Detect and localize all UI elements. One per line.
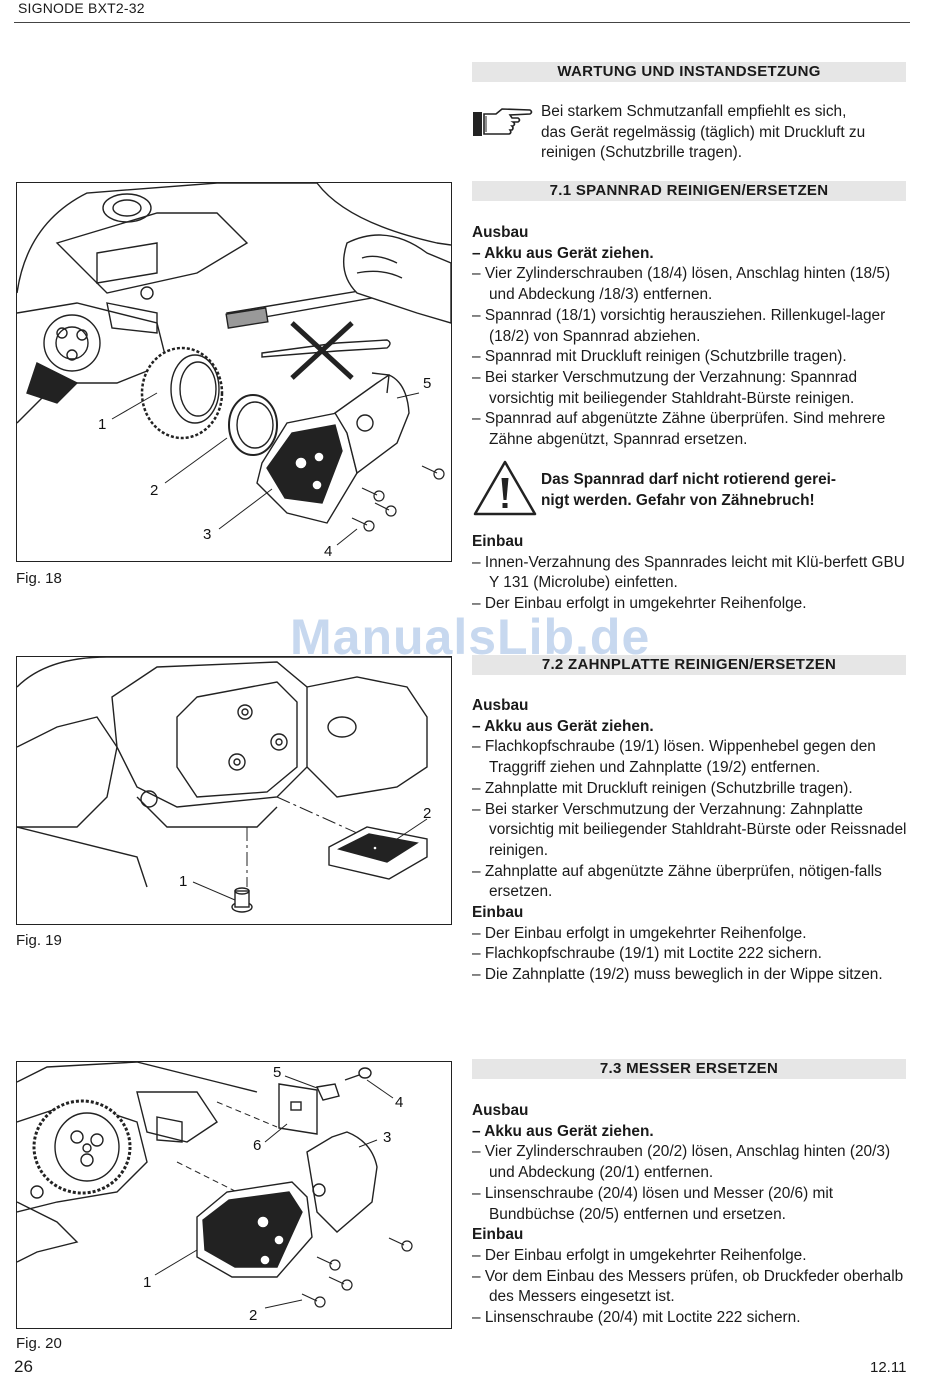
list-item: – Flachkopfschraube (19/1) mit Loctite 2… <box>472 945 822 963</box>
list-item: – Der Einbau erfolgt in umgekehrter Reih… <box>472 924 807 942</box>
section-7-3-ausbau: Ausbau – Akku aus Gerät ziehen. – Vier Z… <box>472 1101 912 1329</box>
figure-18: 1 2 3 4 5 <box>16 182 452 562</box>
list-item: – Akku aus Gerät ziehen. <box>472 717 654 735</box>
revision-date: 12.11 <box>870 1359 907 1376</box>
list-item: – Zahnplatte mit Druckluft reinigen (Sch… <box>472 779 853 797</box>
einbau-heading: Einbau <box>472 904 524 922</box>
list-item: – Der Einbau erfolgt in umgekehrter Reih… <box>472 595 807 613</box>
ausbau-heading: Ausbau <box>472 224 529 241</box>
list-item: – Bei starker Verschmutzung der Verzahnu… <box>472 368 857 407</box>
einbau-heading: Einbau <box>472 533 524 550</box>
list-item: – Vor dem Einbau des Messers prüfen, ob … <box>472 1267 904 1306</box>
list-item: – Vier Zylinderschrauben (20/2) lösen, A… <box>472 1143 891 1182</box>
figure-caption: Fig. 20 <box>16 1335 62 1352</box>
warning-triangle-icon <box>473 460 537 521</box>
list-item: – Akku aus Gerät ziehen. <box>472 1122 654 1140</box>
section-7-1-einbau: Einbau – Innen-Verzahnung des Spannrades… <box>472 532 912 615</box>
callout-label: 2 <box>150 482 158 499</box>
callout-label: 1 <box>143 1274 151 1291</box>
warning-text: Das Spannrad darf nicht rotierend gerei-… <box>541 471 837 509</box>
list-item: – Bei starker Verschmutzung der Verzahnu… <box>472 800 907 859</box>
einbau-heading: Einbau <box>472 1226 524 1244</box>
hand-pointer-icon <box>472 106 534 143</box>
figure-caption: Fig. 19 <box>16 932 62 949</box>
callout-label: 3 <box>203 526 211 543</box>
list-item: – Vier Zylinderschrauben (18/4) lösen, A… <box>472 265 891 304</box>
ausbau-heading: Ausbau <box>472 697 529 714</box>
list-item: – Der Einbau erfolgt in umgekehrter Reih… <box>472 1246 807 1264</box>
section-7-1-ausbau: Ausbau – Akku aus Gerät ziehen. – Vier Z… <box>472 223 912 451</box>
callout-label: 3 <box>383 1129 391 1146</box>
list-item: – Spannrad mit Druckluft reinigen (Schut… <box>472 348 847 366</box>
ausbau-heading: Ausbau <box>472 1102 529 1119</box>
callout-label: 4 <box>395 1094 403 1111</box>
list-item: – Zahnplatte auf abgenützte Zähne überpr… <box>472 862 882 901</box>
list-item: – Linsenschraube (20/4) lösen und Messer… <box>472 1184 834 1223</box>
list-item: – Die Zahnplatte (19/2) muss beweglich i… <box>472 966 883 984</box>
callout-label: 2 <box>423 805 431 822</box>
list-item: – Spannrad (18/1) vorsichtig herausziehe… <box>472 306 886 345</box>
callout-label: 5 <box>273 1064 281 1081</box>
document-header: SIGNODE BXT2-32 <box>18 0 145 16</box>
section-bar-7-1: 7.1 SPANNRAD REINIGEN/ERSETZEN <box>472 181 906 201</box>
intro-text: Bei starkem Schmutzanfall empfiehlt es s… <box>541 103 866 162</box>
list-item: – Flachkopfschraube (19/1) lösen. Wippen… <box>472 738 876 777</box>
callout-label: 2 <box>249 1307 257 1324</box>
figure-19: 1 2 <box>16 656 452 925</box>
callout-label: 4 <box>324 543 332 560</box>
callout-label: 6 <box>253 1137 261 1154</box>
list-item: – Linsenschraube (20/4) mit Loctite 222 … <box>472 1309 801 1327</box>
list-item: – Innen-Verzahnung des Spannrades leicht… <box>472 553 905 592</box>
section-bar-wartung: WARTUNG UND INSTANDSETZUNG <box>472 62 906 82</box>
figure-caption: Fig. 18 <box>16 570 62 587</box>
section-bar-7-3: 7.3 MESSER ERSETZEN <box>472 1059 906 1079</box>
list-item: – Akku aus Gerät ziehen. <box>472 244 654 262</box>
header-rule <box>14 22 910 23</box>
callout-label: 1 <box>98 416 106 433</box>
callout-label: 1 <box>179 873 187 890</box>
callout-label: 5 <box>423 375 431 392</box>
figure-20: 1 2 3 4 5 6 <box>16 1061 452 1329</box>
section-7-2-ausbau: Ausbau – Akku aus Gerät ziehen. – Flachk… <box>472 696 912 986</box>
section-bar-7-2: 7.2 ZAHNPLATTE REINIGEN/ERSETZEN <box>472 655 906 675</box>
list-item: – Spannrad auf abgenützte Zähne überprüf… <box>472 410 886 449</box>
page-number: 26 <box>14 1357 33 1376</box>
